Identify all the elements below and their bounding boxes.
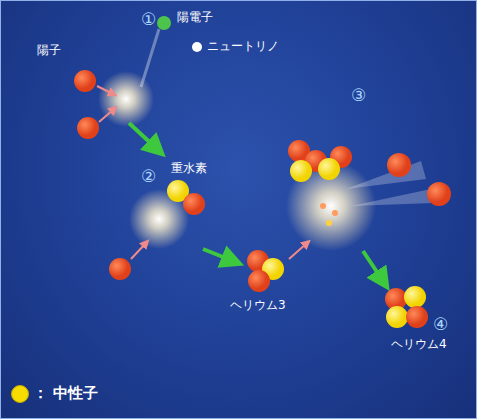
particle-label: 陽子 bbox=[37, 43, 61, 57]
callout-number: ③ bbox=[351, 85, 366, 105]
particle-label: 陽電子 bbox=[177, 10, 213, 24]
particle-label: ニュートリノ bbox=[207, 39, 279, 53]
particle-label: 重水素 bbox=[171, 161, 207, 175]
particle-label: ヘリウム4 bbox=[391, 337, 447, 351]
legend-swatch bbox=[11, 385, 29, 403]
particle-label: ヘリウム3 bbox=[230, 298, 286, 312]
callout-number: ① bbox=[141, 9, 156, 29]
legend-text: ： 中性子 bbox=[33, 384, 98, 403]
legend-row: ： 中性子 bbox=[11, 384, 98, 403]
callout-number: ② bbox=[141, 166, 156, 186]
callout-number: ④ bbox=[433, 314, 448, 334]
